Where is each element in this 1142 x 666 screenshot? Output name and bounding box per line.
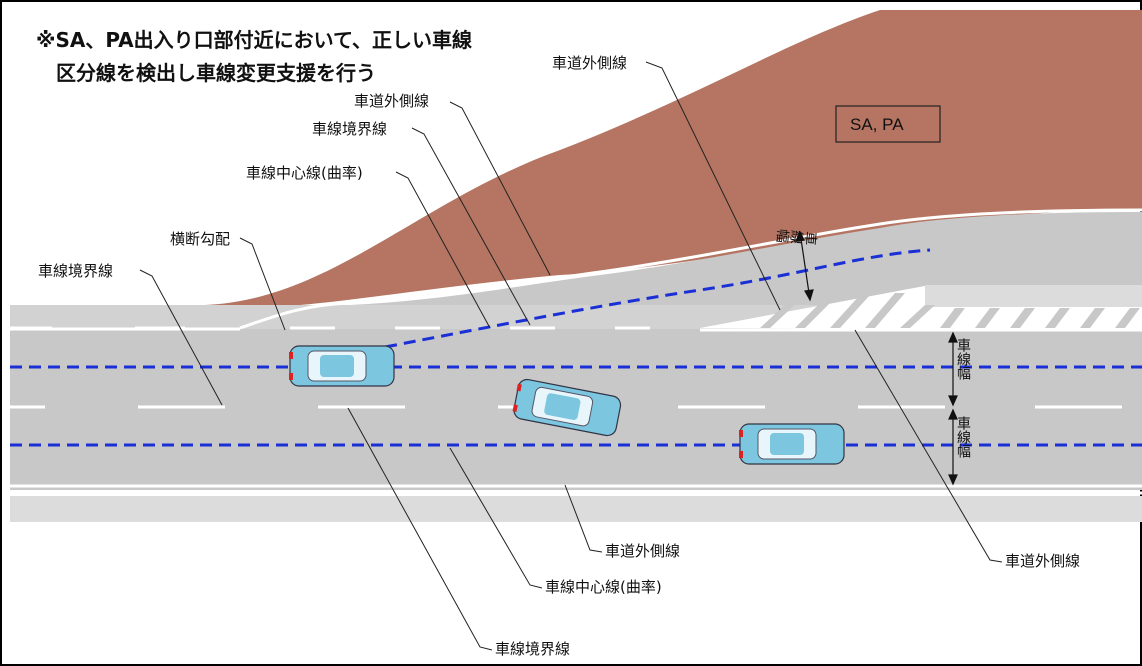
lane-width-label-ramp: 車線幅 (775, 226, 819, 246)
sa-pa-label: SA, PA (850, 115, 904, 134)
label-outer-edge-bottom-right: 車道外側線 (1005, 552, 1080, 570)
car-2 (512, 378, 622, 437)
car-3 (739, 423, 845, 465)
label-outer-edge-bottom: 車道外側線 (605, 542, 680, 560)
sa-pa-box (835, 105, 941, 143)
ramp-outer-edge (239, 208, 1142, 330)
label-lane-center-top: 車線中心線(曲率) (246, 164, 363, 182)
lane-width-label-2: 車線幅 (955, 415, 971, 458)
ramp-shoulder-block (925, 285, 1142, 307)
car-1 (289, 345, 395, 387)
lane-width-label-1: 車線幅 (955, 337, 971, 380)
note-line-1: ※SA、PA出入り口部付近において、正しい車線 (36, 28, 472, 52)
label-outer-edge-top-right: 車道外側線 (552, 54, 627, 72)
label-lane-boundary-left: 車線境界線 (38, 262, 113, 280)
embankment (205, 10, 1142, 305)
bottom-shoulder (10, 496, 1142, 522)
label-lane-center-bottom: 車線中心線(曲率) (545, 578, 662, 596)
lane-width-dimensions (795, 230, 958, 486)
label-lane-boundary-top: 車線境界線 (312, 120, 387, 138)
label-cross-slope: 横断勾配 (170, 230, 230, 248)
label-outer-edge-top: 車道外側線 (354, 92, 429, 110)
lane-center-lines (10, 248, 1142, 447)
note-line-2: 区分線を検出し車線変更支援を行う (56, 61, 376, 85)
label-lane-boundary-bottom: 車線境界線 (495, 640, 570, 658)
gore-chevrons (760, 293, 1140, 328)
leader-lines (139, 61, 1003, 651)
